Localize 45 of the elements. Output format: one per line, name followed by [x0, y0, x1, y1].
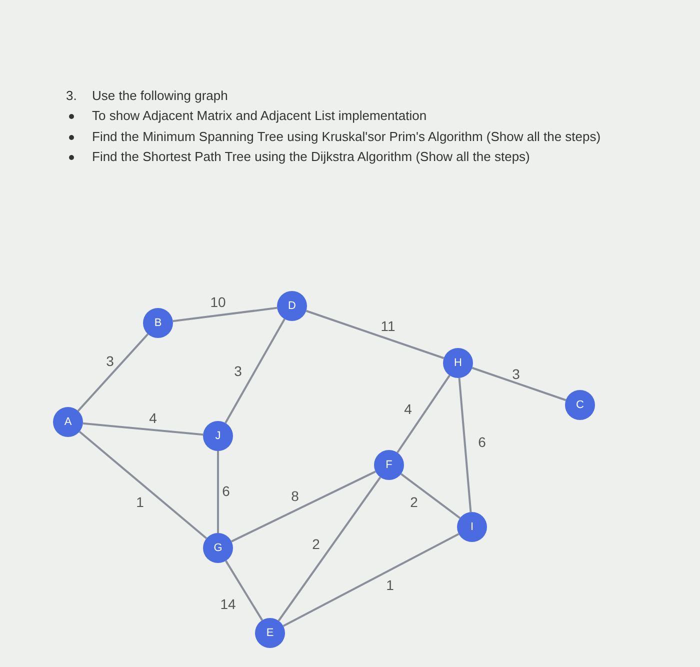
vertex-circle: C	[565, 390, 595, 420]
vertex-circle: J	[203, 421, 233, 451]
vertex-circle: B	[143, 308, 173, 338]
edge-line	[282, 533, 460, 627]
vertex-circle: I	[457, 512, 487, 542]
edge-line	[306, 310, 444, 360]
vertex-circle: G	[203, 533, 233, 563]
bullet-text: Find the Shortest Path Tree using the Dijkstra Algorithm (Show all the steps)	[92, 149, 530, 164]
edge-line	[278, 476, 382, 622]
edge-label: 11	[380, 318, 396, 334]
bullet-text: Find the Minimum Spanning Tree using Kruskal'sor Prim's Algorithm (Show all the steps)	[92, 129, 601, 144]
edge-label: 2	[311, 536, 321, 552]
vertex-circle: F	[374, 450, 404, 480]
edge-label: 10	[209, 294, 227, 310]
edge-line	[78, 430, 208, 540]
edge-line	[224, 318, 286, 424]
edge-label: 8	[290, 488, 300, 504]
bullet-text: To show Adjacent Matrix and Adjacent List implementation	[92, 108, 427, 123]
vertex-circle: A	[53, 407, 83, 437]
edge-label: 2	[409, 494, 419, 510]
edge-line	[231, 470, 376, 542]
vertex-circle: H	[443, 348, 473, 378]
vertex-circle: E	[255, 618, 285, 648]
edge-label: 3	[105, 353, 115, 369]
edge-label: 3	[511, 366, 521, 382]
edge-line	[472, 366, 566, 402]
question-text: Use the following graph	[92, 88, 228, 103]
edge-line	[77, 333, 149, 412]
edge-line	[82, 422, 204, 436]
edge-label: 6	[477, 434, 487, 450]
edge-line	[400, 473, 461, 519]
edge-line	[172, 306, 278, 322]
edge-line	[458, 378, 472, 512]
edge-label: 6	[221, 483, 231, 499]
edge-label: 3	[233, 363, 243, 379]
edge-label: 1	[385, 577, 395, 593]
edge-label: 4	[148, 410, 158, 426]
edge-label: 1	[135, 494, 145, 510]
vertex-circle: D	[277, 291, 307, 321]
edge-label: 14	[219, 596, 237, 612]
edge-line	[217, 451, 219, 533]
edge-line	[224, 560, 264, 621]
edge-label: 4	[403, 401, 413, 417]
question-number: 3.	[66, 88, 77, 103]
edge-line	[396, 374, 450, 454]
